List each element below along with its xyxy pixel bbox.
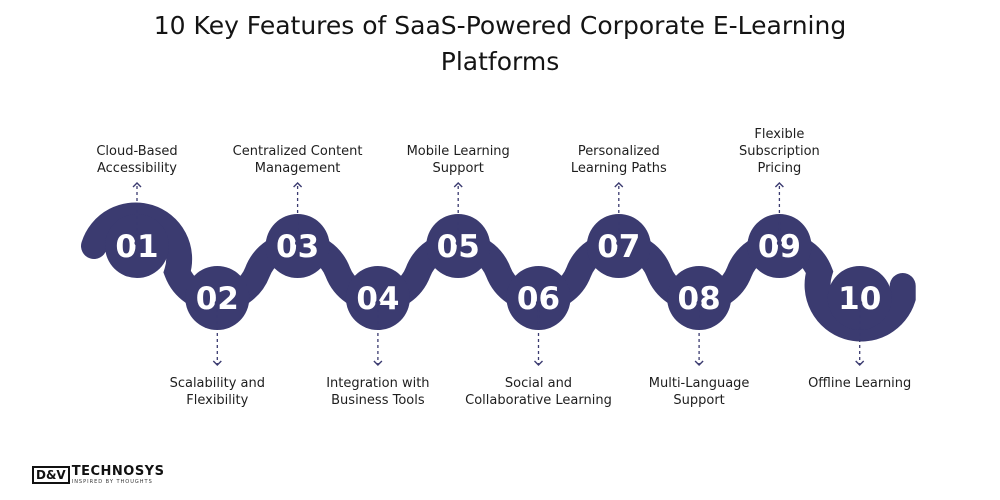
feature-label-05-line2: Support: [432, 161, 484, 176]
step-circle-05: [426, 214, 491, 278]
step-circle-03: [265, 214, 330, 278]
title-line-2: Platforms: [440, 47, 560, 76]
connector-dot-10: [857, 300, 863, 306]
feature-label-01-line2: Accessibility: [97, 161, 177, 176]
page-title: 10 Key Features of SaaS-Powered Corporat…: [100, 8, 900, 80]
step-circle-02: [185, 266, 250, 330]
feature-label-03-line1: Centralized Content: [232, 144, 363, 159]
step-circle-07: [586, 214, 651, 278]
feature-label-10-line1: Offline Learning: [808, 376, 912, 391]
feature-label-06-line1: Social and: [504, 376, 573, 391]
logo-mark: D&V: [32, 466, 70, 484]
feature-label-10: Offline Learning: [785, 375, 935, 392]
connector-dot-05: [455, 240, 461, 246]
step-circle-04: [345, 266, 410, 330]
connector-arrow-06: [534, 360, 543, 366]
feature-label-07-line1: Personalized: [577, 144, 660, 159]
feature-label-09-line2: Subscription: [739, 144, 820, 159]
step-circle-10: [827, 266, 892, 330]
connector-arrow-10: [855, 360, 865, 366]
connector-dot-07: [616, 240, 622, 246]
step-circle-01: [105, 214, 169, 278]
connector-arrow-01: [132, 182, 142, 188]
feature-label-04-line1: Integration with: [326, 376, 430, 391]
logo-name: TECHNOSYS: [71, 464, 165, 479]
connector-arrow-05: [453, 182, 463, 188]
feature-label-09-line3: Pricing: [757, 161, 802, 176]
connector-arrow-03: [293, 182, 303, 188]
step-circle-06: [506, 266, 571, 330]
feature-label-03-line2: Management: [254, 161, 341, 176]
feature-label-07-line2: Learning Paths: [570, 161, 667, 176]
step-circle-08: [667, 266, 732, 330]
connector-arrow-02: [212, 360, 222, 366]
logo-tagline: INSPIRED BY THOUGHTS: [71, 479, 153, 485]
feature-label-02-line1: Scalability and: [169, 376, 265, 391]
logo-text: TECHNOSYS INSPIRED BY THOUGHTS: [71, 464, 165, 486]
feature-label-08-line2: Support: [673, 393, 725, 408]
connector-dot-03: [295, 240, 301, 246]
feature-label-04-line2: Business Tools: [331, 393, 425, 408]
connector-dot-02: [214, 300, 220, 306]
feature-label-09-line1: Flexible: [754, 127, 805, 142]
feature-label-05-line1: Mobile Learning: [406, 144, 510, 159]
connector-dot-08: [696, 300, 702, 306]
title-line-1: 10 Key Features of SaaS-Powered Corporat…: [153, 11, 847, 40]
feature-label-06-line2: Collaborative Learning: [465, 393, 612, 408]
step-circle-09: [747, 214, 812, 278]
connector-arrow-07: [614, 182, 624, 188]
connector-dot-09: [776, 240, 783, 246]
company-logo: D&V TECHNOSYS INSPIRED BY THOUGHTS: [32, 465, 164, 485]
connector-arrow-04: [373, 360, 383, 366]
feature-label-01-line1: Cloud-Based: [96, 144, 178, 159]
connector-dot-06: [535, 300, 542, 306]
feature-label-02-line2: Flexibility: [186, 393, 249, 408]
connector-arrow-09: [774, 182, 784, 188]
connector-dot-01: [134, 240, 140, 246]
feature-label-08-line1: Multi-Language: [648, 376, 750, 391]
connector-arrow-08: [694, 360, 704, 366]
connector-dot-04: [375, 300, 381, 306]
